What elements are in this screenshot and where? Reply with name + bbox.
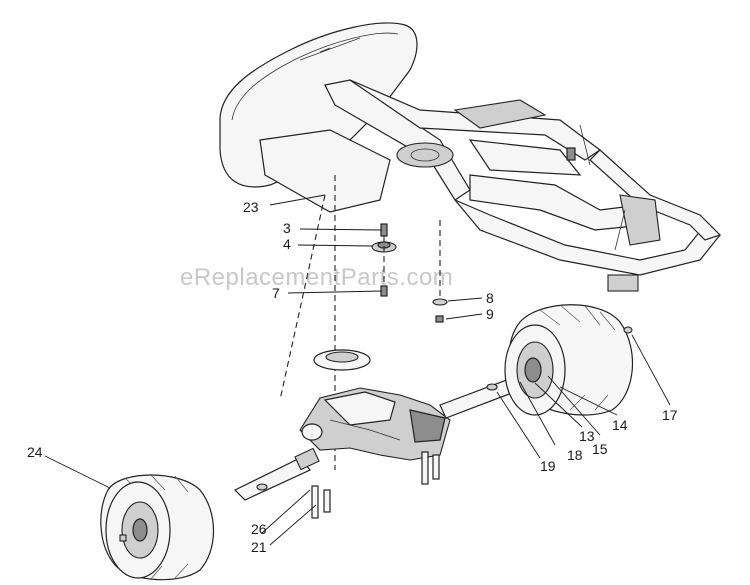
right-wheel bbox=[504, 304, 634, 416]
chassis-frame bbox=[219, 22, 722, 292]
callout-7: 7 bbox=[272, 285, 280, 301]
left-wheel bbox=[100, 473, 215, 581]
callout-4: 4 bbox=[283, 236, 291, 252]
callout-21: 21 bbox=[251, 539, 267, 555]
callout-26: 26 bbox=[251, 521, 267, 537]
callout-23: 23 bbox=[243, 199, 259, 215]
callout-9: 9 bbox=[486, 306, 494, 322]
callout-14: 14 bbox=[612, 417, 628, 433]
callout-8: 8 bbox=[486, 290, 494, 306]
watermark: eReplacementParts.com bbox=[180, 264, 453, 291]
drive-pulley bbox=[313, 349, 371, 371]
callout-19: 19 bbox=[540, 458, 556, 474]
callout-24: 24 bbox=[27, 444, 43, 460]
transaxle bbox=[233, 374, 526, 519]
leader-lines bbox=[44, 194, 671, 546]
callout-17: 17 bbox=[662, 407, 678, 423]
callout-15: 15 bbox=[592, 441, 608, 457]
callout-3: 3 bbox=[283, 220, 291, 236]
callout-numbers: 23 3 4 7 8 9 17 14 13 15 18 19 24 26 21 bbox=[27, 199, 678, 555]
callout-13: 13 bbox=[579, 428, 595, 444]
washer-and-nut bbox=[432, 298, 448, 323]
callout-18: 18 bbox=[567, 447, 583, 463]
